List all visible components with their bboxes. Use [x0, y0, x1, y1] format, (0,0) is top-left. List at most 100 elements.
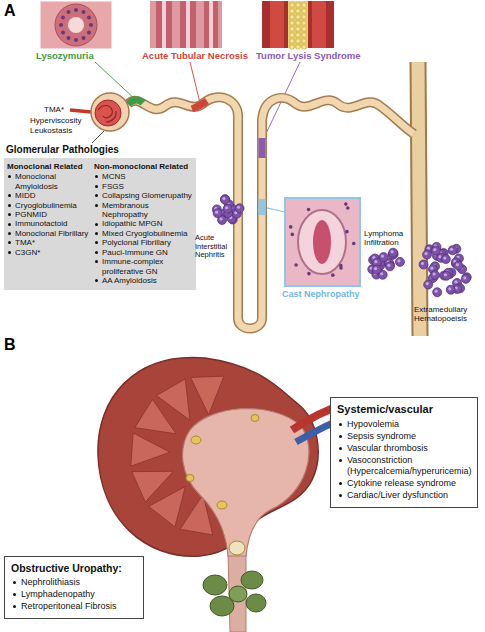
cell-nucleus: [215, 211, 218, 214]
bullet-dot: [13, 605, 16, 608]
urate-crystal: [302, 39, 306, 43]
list-item: MIDD: [7, 191, 91, 200]
list-text: Cardiac/Liver dysfunction: [347, 490, 448, 500]
list-item: Retroperitoneal Fibrosis: [11, 601, 137, 612]
box-heading: Glomerular Pathologies: [6, 144, 119, 156]
vessel-band: [270, 1, 284, 48]
urate-crystal: [290, 3, 294, 7]
list-text: Nephrolithiasis: [21, 577, 80, 587]
urate-crystal: [290, 9, 294, 13]
tubule-lumen: [186, 1, 190, 48]
tubule-band: [156, 1, 172, 48]
cause-box: Obstructive Uropathy:NephrolithiasisLymp…: [4, 556, 144, 619]
infiltrating-cell: [223, 204, 232, 213]
list-text: Immunotactoid: [15, 219, 67, 228]
urate-crystal: [296, 33, 300, 37]
infiltrating-cell: [385, 262, 394, 271]
cell-nucleus: [339, 266, 343, 270]
tubule-lumen: [209, 1, 213, 48]
renal-pyramid: [132, 471, 174, 502]
bullet-dot: [8, 175, 11, 178]
urate-crystal: [290, 15, 294, 19]
bullet-dot: [95, 251, 98, 254]
list-text: Vasoconstriction (Hypercalcemia/hyperuri…: [347, 455, 472, 476]
kidney-stone: [186, 475, 194, 482]
list-text: PGNMID: [15, 210, 47, 219]
cell-nucleus: [237, 206, 240, 209]
list-item: Immunotactoid: [7, 219, 91, 228]
bullet-dot: [95, 194, 98, 197]
cell-nucleus: [374, 267, 377, 270]
infiltrating-cell: [389, 248, 398, 257]
list-column: Monoclonal RelatedMonoclonal Amyloidosis…: [7, 162, 91, 257]
list-column: Non-monoclonal RelatedMCNSFSGSCollapsing…: [94, 162, 196, 285]
cell-nucleus: [448, 287, 451, 290]
infiltrating-cell: [454, 261, 463, 270]
list-item: Immune-complex proliferative GN: [94, 257, 196, 276]
list-item: Vasoconstriction (Hypercalcemia/hyperuri…: [337, 455, 471, 477]
bullet-dot: [95, 175, 98, 178]
list-text: Immune-complex proliferative GN: [102, 257, 163, 275]
bullet-dot: [95, 241, 98, 244]
renal-pyramid: [156, 379, 190, 420]
list-item: Lymphadenopathy: [11, 589, 137, 600]
infiltrating-cell: [235, 204, 244, 213]
list-text: Retroperitoneal Fibrosis: [21, 601, 117, 611]
cell-nucleus: [74, 8, 78, 12]
cell-nucleus: [421, 262, 424, 265]
bullet-dot: [13, 581, 16, 584]
list-text: MCNS: [102, 172, 126, 181]
cell-nucleus: [307, 272, 311, 276]
urate-crystal: [302, 27, 306, 31]
urate-crystal: [302, 33, 306, 37]
cell-nucleus: [67, 10, 71, 14]
cell-nucleus: [344, 202, 348, 206]
callout-label: Leukostasis: [30, 126, 92, 135]
infiltrating-cell: [221, 195, 230, 204]
urate-crystal: [296, 39, 300, 43]
bullet-dot: [339, 459, 342, 462]
cell-nucleus: [427, 247, 430, 250]
list-item: TMA*: [7, 238, 91, 247]
cast-inset: [285, 198, 360, 286]
list-text: Collapsing Glomerupathy: [102, 191, 192, 200]
list-item: Vascular thrombosis: [337, 443, 471, 454]
list-item: Monoclonal Fibrillary: [7, 229, 91, 238]
bullet-dot: [95, 204, 98, 207]
box-heading: Systemic/vascular: [337, 403, 471, 416]
cell-nucleus: [74, 38, 78, 42]
urate-crystal: [296, 21, 300, 25]
infiltrating-cell: [423, 250, 432, 259]
bullet-dot: [95, 279, 98, 282]
inset-frame: [285, 198, 360, 286]
list-item: Cryoglobulinemia: [7, 201, 91, 210]
callout-label: Hyperviscosity: [30, 116, 92, 125]
bullet-dot: [8, 204, 11, 207]
panel-letter: B: [4, 336, 28, 354]
cell-nucleus: [289, 225, 293, 229]
lymph-node: [241, 571, 263, 589]
cell-nucleus: [61, 16, 65, 20]
list-text: Hypovolemia: [347, 419, 399, 429]
urate-crystal: [302, 3, 306, 7]
atn-segment: [192, 101, 207, 109]
tubule-band: [204, 1, 218, 48]
infiltrating-cell: [461, 274, 470, 283]
list-text: Sepsis syndrome: [347, 431, 416, 441]
list-text: MIDD: [15, 191, 35, 200]
list-item: Cytokine release syndrome: [337, 478, 471, 489]
urate-crystal: [296, 27, 300, 31]
cell-nucleus: [430, 267, 433, 270]
cell-nucleus: [82, 36, 86, 40]
infiltrating-cell: [431, 271, 440, 280]
infiltrating-cell: [419, 260, 428, 269]
list-item: Hypovolemia: [337, 419, 471, 430]
list-text: Cytokine release syndrome: [347, 478, 456, 488]
cell-nucleus: [331, 273, 335, 277]
lymph-node: [229, 586, 247, 602]
cell-nucleus: [435, 290, 438, 293]
infiltrating-cell: [446, 285, 455, 294]
cell-nucleus: [87, 31, 91, 35]
tubule-section: [55, 4, 97, 46]
renal-pelvis: [183, 409, 309, 556]
